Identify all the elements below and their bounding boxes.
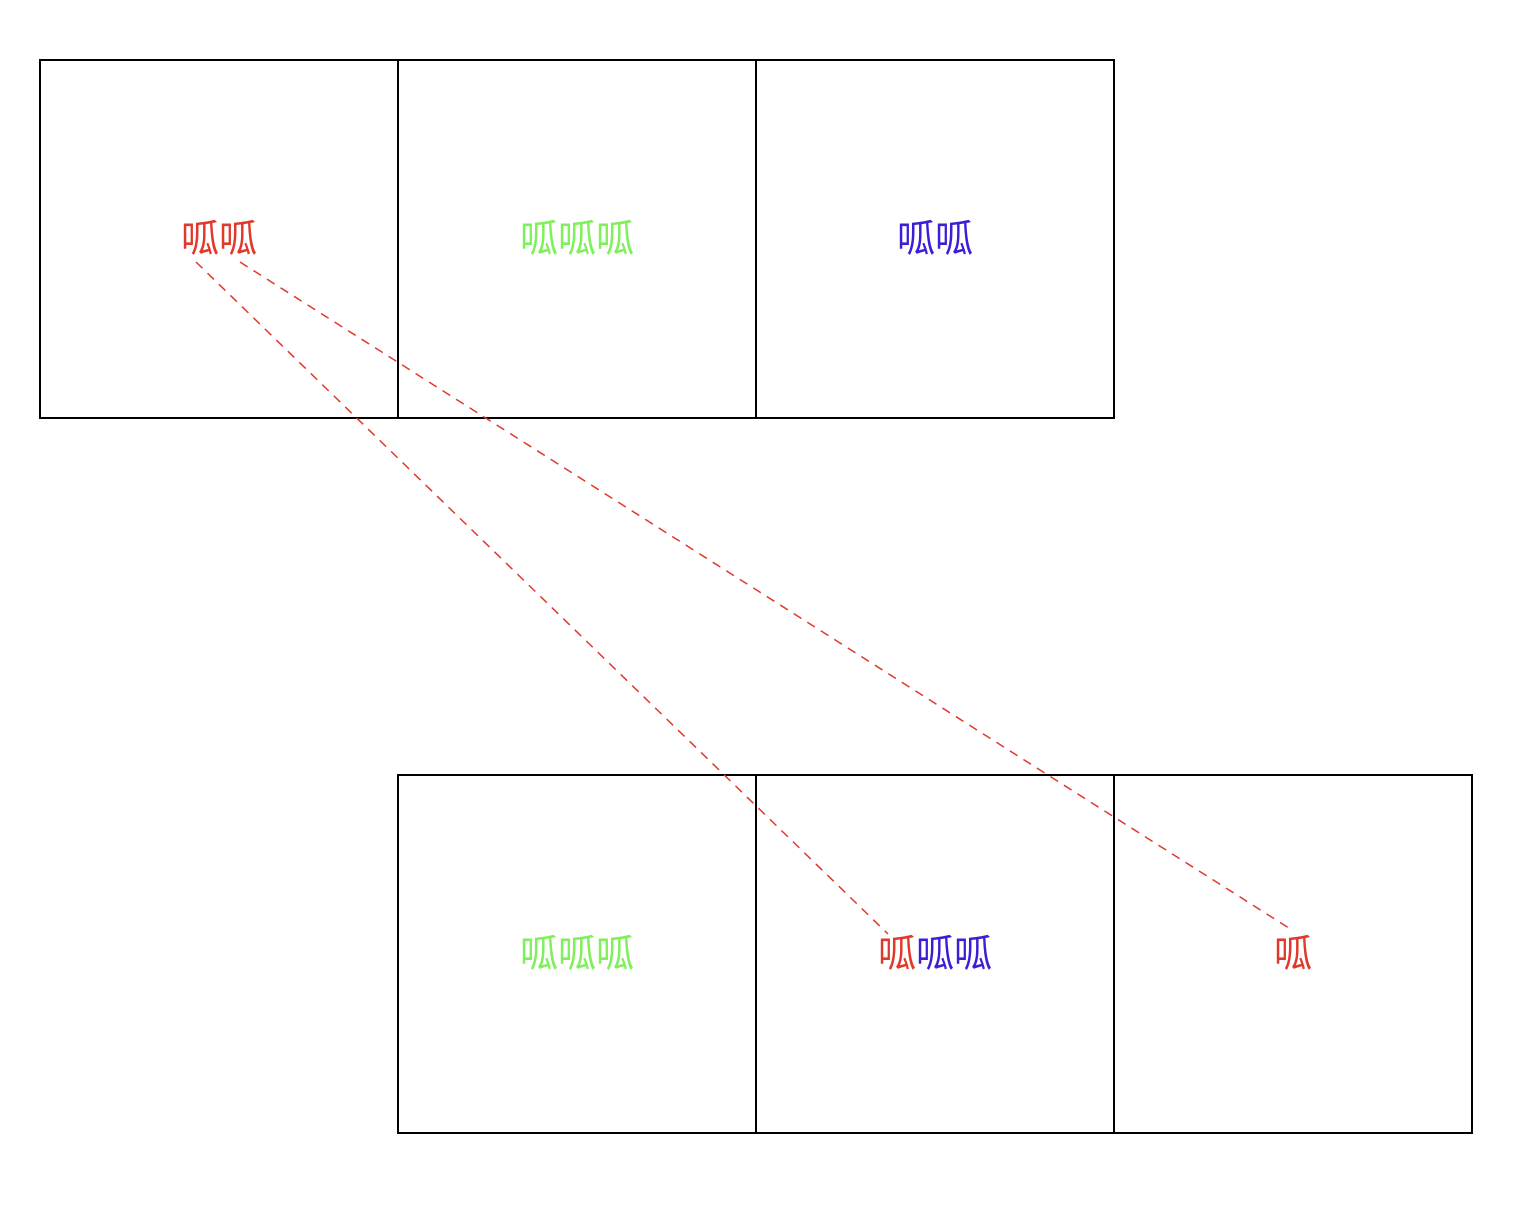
top-row-cell-1-segment-1: 呱呱 [180,217,257,261]
bottom-row-cell-3: 呱 [1113,774,1473,1134]
top-row-cell-1: 呱呱 [39,59,399,419]
bottom-row-cell-3-label: 呱 [1274,935,1312,973]
bottom-row-cell-1: 呱呱呱 [397,774,757,1134]
bottom-row-cell-1-segment-1: 呱呱呱 [519,932,634,976]
bottom-row-cell-2-segment-1: 呱 [877,932,916,976]
top-row-cell-3-segment-1: 呱呱 [896,217,973,261]
top-row-cell-3: 呱呱 [755,59,1115,419]
bottom-row-cell-2-segment-2: 呱呱 [916,932,993,976]
bottom-row-cell-2-label: 呱呱呱 [878,935,992,973]
top-row-cell-2: 呱呱呱 [397,59,757,419]
top-row-cell-2-label: 呱呱呱 [520,220,634,258]
top-row-cell-1-label: 呱呱 [181,220,257,258]
top-row-cell-3-label: 呱呱 [897,220,973,258]
bottom-row-cell-3-segment-1: 呱 [1273,932,1312,976]
bottom-row-cell-1-label: 呱呱呱 [520,935,634,973]
top-row-cell-2-segment-1: 呱呱呱 [519,217,634,261]
bottom-row-cell-2: 呱呱呱 [755,774,1115,1134]
